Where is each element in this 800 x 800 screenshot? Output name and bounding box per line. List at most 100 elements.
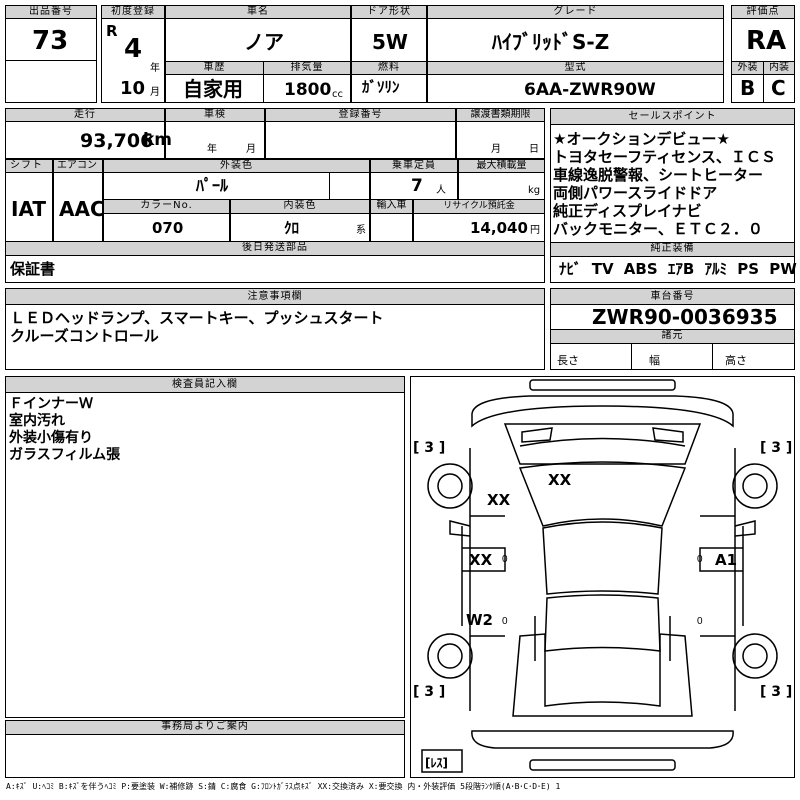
svg-text:0: 0 [502,554,508,565]
svg-text:0: 0 [502,616,508,627]
notes-text: ＬＥＤヘッドランプ、スマートキー、プッシュスタート クルーズコントロール [10,309,384,345]
car-name: ノア [244,30,284,54]
model-cell [427,74,724,103]
grade: ﾊｲﾌﾞﾘｯﾄﾞS-Z [492,30,610,54]
mark-front-left-fender: XX [487,491,511,509]
width-label: 幅 [649,354,660,367]
office-header: 事務局よりご案内 [5,720,405,735]
length-label: 長さ [557,354,579,367]
interior: C [771,76,786,100]
ac-header: エアコン [53,159,103,173]
insp-year-unit: 年 [207,144,217,155]
mark-roof: XX [548,471,572,489]
history-header: 車歴 [165,61,264,75]
lot-no-header: 出品番号 [5,5,97,19]
interior-cell [763,74,795,103]
later-header: 後日発送部品 [5,241,545,256]
load-header: 最大積載量 [458,159,545,173]
notes-header: 注意事項欄 [5,288,545,305]
ext-color-header: 外装色 [103,159,370,173]
reg-era: R [106,22,118,40]
inspector-text: ＦインナーＷ 室内汚れ 外装小傷有り ガラスフィルム張 [9,396,121,463]
mileage-header: 走行 [5,108,165,122]
tire-front-left: [ 3 ] [413,440,446,456]
ext-color-sub-cell [329,172,370,200]
inspection-cell [165,121,265,159]
reg-no-cell [265,121,456,159]
import-cell [370,213,413,242]
capacity-header: 乗車定員 [370,159,458,173]
reg-month-unit: 月 [150,87,160,98]
displacement-cell [263,74,351,103]
inspector-cell [5,392,405,718]
capacity-unit: 人 [436,185,446,196]
reg-no-header: 登録番号 [265,108,456,122]
lot-no-lower-cell [5,60,97,103]
recycle: 14,040 [470,219,528,237]
svg-text:0: 0 [697,616,703,627]
spare-tire: [ﾚｽ] [425,756,448,770]
fuel-header: 燃料 [351,61,427,75]
car-diagram-frame [410,376,795,778]
color-no: 070 [152,219,184,237]
interior-header: 内装 [763,61,795,75]
mileage: 93,706 [80,130,154,152]
width-cell [631,343,713,370]
inspector-header: 検査員記入欄 [5,376,405,393]
car-diagram: 0 0 0 0 [421,379,778,773]
int-color-cell [230,213,370,242]
first-reg-cell [101,18,165,103]
car-name-header: 車名 [165,5,351,19]
equipment-items: ﾅﾋﾞ TV ABS ｴｱB ｱﾙﾐ PS PW [559,260,797,278]
shift: IAT [11,197,47,221]
later-cell [5,255,545,283]
int-color-unit: 系 [356,225,366,236]
chassis-header: 車台番号 [550,288,795,305]
door: 5W [372,30,408,54]
import-header: 輸入車 [370,199,413,214]
later: 保証書 [10,260,56,278]
first-reg-header: 初度登録 [101,5,165,19]
mark-left-rear: W2 [466,611,493,629]
sales-points-header: セールスポイント [550,108,795,125]
tr-month-unit: 月 [491,144,501,155]
model-header: 型式 [427,61,724,75]
legend: A:ｷｽﾞ U:ﾍｺﾐ B:ｷｽﾞを伴うﾍｺﾐ P:要塗装 W:補修跡 S:錆 … [6,782,561,791]
score-header: 評価点 [731,5,795,19]
reg-month: 10 [120,78,146,99]
tire-rear-right: [ 3 ] [760,684,793,700]
model: 6AA-ZWR90W [524,80,656,100]
transfer-cell [456,121,545,159]
color-no-header: カラーNo. [103,199,230,214]
recycle-header: リサイクル預託金 [413,199,545,214]
cc-unit: cc [332,89,343,100]
capacity: 7 [411,176,423,196]
chassis-no: ZWR90-0036935 [592,305,778,329]
dims-header: 諸元 [550,329,795,344]
height-label: 高さ [725,354,747,367]
equipment-cell [550,256,795,283]
fuel-cell [351,74,427,103]
km-unit: km [143,130,173,150]
door-header: ドア形状 [351,5,427,19]
history: 自家用 [183,77,243,101]
fuel: ｶﾞｿﾘﾝ [362,78,400,96]
lot-no: 73 [32,26,69,56]
load-unit: kg [528,185,541,196]
int-color-header: 内装色 [230,199,370,214]
score: RA [746,26,787,56]
shift-header: シフト [5,159,53,173]
exterior-header: 外装 [731,61,764,75]
height-cell [712,343,795,370]
sales-points-text: ★オークションデビュー★ トヨタセーフティセンス、ＩＣＳ 車線逸脱警報、シートヒ… [553,130,776,238]
tire-front-right: [ 3 ] [760,440,793,456]
grade-header: グレード [427,5,724,19]
reg-year: 4 [124,34,143,64]
reg-year-unit: 年 [150,63,160,74]
displacement: 1800 [284,80,332,100]
mark-right-front-door: A1 [715,551,738,569]
int-color: ｸﾛ [284,219,300,237]
tr-day-unit: 日 [529,144,539,155]
yen-unit: 円 [530,225,540,236]
exterior: B [740,76,756,100]
